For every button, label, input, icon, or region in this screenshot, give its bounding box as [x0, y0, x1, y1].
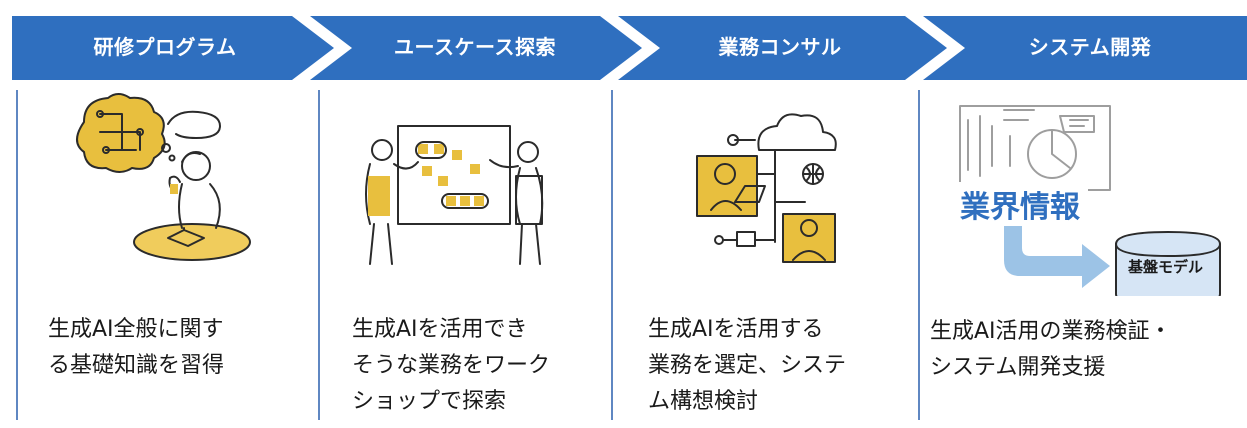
stage-arrow-2 [310, 16, 642, 80]
stage-description-usecase: 生成AIを活用でき そうな業務をワーク ショップで探索 [352, 317, 551, 414]
stage-title-usecase: ユースケース探索 [394, 35, 556, 59]
stage-arrow-1 [12, 16, 334, 80]
column-divider [918, 90, 920, 420]
process-banner [12, 16, 1247, 80]
workshop-board-icon [365, 125, 544, 265]
column-divider [611, 90, 613, 420]
column-divider [318, 90, 320, 420]
foundation-model-label: 基盤モデル [1128, 258, 1204, 276]
stage-description-training: 生成AI全般に関す る基礎知識を習得 [48, 317, 225, 378]
system-dev-icon [959, 105, 1221, 296]
database-cylinder [1115, 230, 1221, 296]
brain-study-icon [76, 93, 251, 261]
stage-arrow-4 [923, 16, 1247, 80]
stage-arrow-3 [618, 16, 947, 80]
stage-description-system-dev: 生成AI活用の業務検証・ システム開発支援 [930, 319, 1172, 380]
network-consult-icon [696, 113, 837, 263]
industry-info-label: 業界情報 [952, 182, 1088, 226]
stage-description-consulting: 生成AIを活用する 業務を選定、システ ム構想検討 [648, 317, 847, 414]
stage-title-system-dev: システム開発 [1028, 35, 1152, 59]
stage-title-training: 研修プログラム [93, 35, 237, 59]
column-divider [16, 90, 18, 420]
stage-title-consulting: 業務コンサル [718, 35, 842, 59]
flow-arrow [1004, 212, 1110, 288]
